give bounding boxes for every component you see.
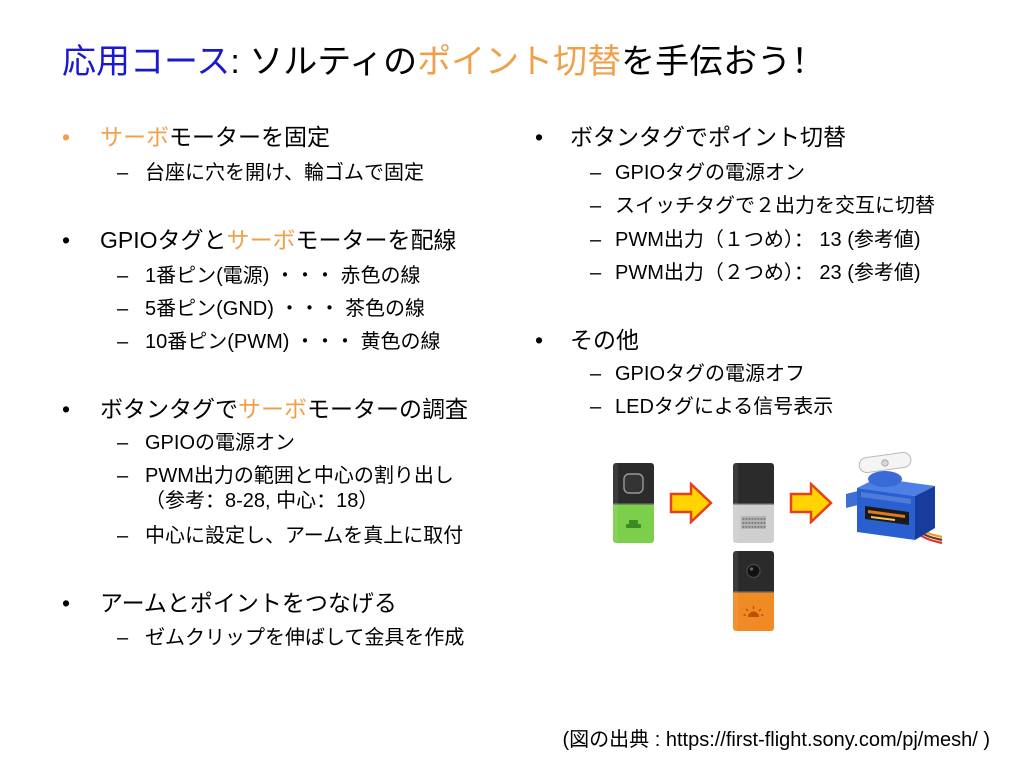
- dash-glyph: –: [117, 298, 129, 320]
- dash-glyph: –: [117, 432, 129, 454]
- title-course: 応用コース: [62, 43, 231, 81]
- title-mid: : ソルティの: [230, 43, 418, 81]
- left-sub-3-2-continuation: （参考：8-28, 中心：18）: [145, 490, 379, 512]
- dash-glyph: –: [590, 162, 602, 184]
- left-bullet-2: • GPIOタグとサーボモーターを配線: [62, 226, 457, 254]
- right-bullet-1: • ボタンタグでポイント切替: [535, 123, 846, 151]
- bullet-glyph: •: [62, 590, 71, 616]
- sub-text: 中心に設定し、アームを真上に取付: [145, 525, 464, 547]
- right-sub-1-2: –スイッチタグで２出力を交互に切替: [590, 194, 935, 218]
- bullet-3-text-b: モーターの調査: [307, 396, 468, 422]
- left-sub-1-1: –台座に穴を開け、輪ゴムで固定: [117, 161, 424, 185]
- left-bullet-1: • サーボモーターを固定: [62, 123, 330, 151]
- title-highlight: ポイント切替: [417, 43, 622, 81]
- dash-glyph: –: [117, 331, 129, 353]
- left-bullet-4: • アームとポイントをつなげる: [62, 589, 397, 617]
- dash-glyph: –: [590, 363, 602, 385]
- bullet-1-text: モーターを固定: [169, 124, 330, 150]
- bullet-glyph: •: [62, 124, 71, 150]
- bullet-4-text: アームとポイントをつなげる: [100, 590, 397, 616]
- right-sub-1-3: –PWM出力（１つめ）： 13 (参考値): [590, 228, 921, 252]
- dash-glyph: –: [590, 262, 602, 284]
- dash-glyph: –: [117, 162, 129, 184]
- sub-text: PWM出力（１つめ）： 13 (参考値): [615, 229, 921, 251]
- sub-text: 5番ピン(GND) ・・・ 茶色の線: [145, 298, 425, 320]
- bullet-glyph: •: [535, 327, 544, 353]
- arrow-right-icon: [789, 482, 833, 524]
- sub-text: 10番ピン(PWM) ・・・ 黄色の線: [145, 331, 441, 353]
- arrow-right-icon: [669, 482, 713, 524]
- dash-glyph: –: [590, 229, 602, 251]
- mesh-button-tag-icon: [613, 463, 654, 543]
- sub-text: GPIOの電源オン: [145, 432, 296, 454]
- title-end: を手伝おう！: [621, 43, 826, 81]
- sub-text: PWM出力の範囲と中心の割り出し: [145, 465, 454, 487]
- bullet-2-text-a: GPIOタグと: [100, 227, 227, 253]
- right-sub-1-1: –GPIOタグの電源オン: [590, 161, 805, 185]
- left-sub-3-2: –PWM出力の範囲と中心の割り出し: [117, 464, 454, 488]
- left-sub-2-2: –5番ピン(GND) ・・・ 茶色の線: [117, 297, 425, 321]
- dash-glyph: –: [117, 465, 129, 487]
- left-sub-3-3: –中心に設定し、アームを真上に取付: [117, 524, 463, 548]
- dash-glyph: –: [117, 265, 129, 287]
- bullet-1-accent: サーボ: [100, 124, 169, 150]
- servo-motor-icon: [846, 451, 943, 545]
- bullet-2-text-b: モーターを配線: [295, 227, 457, 253]
- sub-text: GPIOタグの電源オン: [615, 162, 806, 184]
- slide-title: 応用コース: ソルティのポイント切替を手伝おう！: [62, 40, 825, 84]
- bullet-glyph: •: [62, 227, 71, 253]
- sub-text: ゼムクリップを伸ばして金具を作成: [145, 627, 465, 649]
- mesh-led-tag-icon: [733, 551, 774, 631]
- bullet-glyph: •: [62, 396, 71, 422]
- dash-glyph: –: [590, 396, 602, 418]
- sub-text: GPIOタグの電源オフ: [615, 363, 806, 385]
- bullet-2-accent: サーボ: [226, 227, 296, 253]
- bullet-glyph: •: [535, 124, 544, 150]
- left-sub-2-3: –10番ピン(PWM) ・・・ 黄色の線: [117, 330, 441, 354]
- figure-source-credit: (図の出典 : https://first-flight.sony.com/pj…: [562, 729, 991, 751]
- left-sub-3-1: –GPIOの電源オン: [117, 431, 295, 455]
- sub-text: PWM出力（２つめ）： 23 (参考値): [615, 262, 921, 284]
- right-bullet-2: • その他: [535, 326, 639, 354]
- right-sub-2-1: –GPIOタグの電源オフ: [590, 362, 805, 386]
- sub-text: スイッチタグで２出力を交互に切替: [615, 195, 935, 217]
- dash-glyph: –: [117, 525, 129, 547]
- right-sub-1-4: –PWM出力（２つめ）： 23 (参考値): [590, 261, 921, 285]
- sub-text: LEDタグによる信号表示: [615, 396, 834, 418]
- sub-text: 1番ピン(電源) ・・・ 赤色の線: [145, 265, 421, 287]
- left-bullet-3: • ボタンタグでサーボモーターの調査: [62, 395, 468, 423]
- right-bullet-2-text: その他: [570, 327, 639, 353]
- bullet-3-accent: サーボ: [238, 396, 307, 422]
- left-sub-2-1: –1番ピン(電源) ・・・ 赤色の線: [117, 264, 421, 288]
- dash-glyph: –: [590, 195, 602, 217]
- dash-glyph: –: [117, 627, 129, 649]
- bullet-3-text-a: ボタンタグで: [100, 396, 238, 422]
- sub-text: 台座に穴を開け、輪ゴムで固定: [145, 162, 424, 184]
- left-sub-4-1: –ゼムクリップを伸ばして金具を作成: [117, 626, 464, 650]
- right-bullet-1-text: ボタンタグでポイント切替: [570, 124, 846, 150]
- mesh-gpio-tag-icon: [733, 463, 774, 543]
- right-sub-2-2: –LEDタグによる信号表示: [590, 395, 833, 419]
